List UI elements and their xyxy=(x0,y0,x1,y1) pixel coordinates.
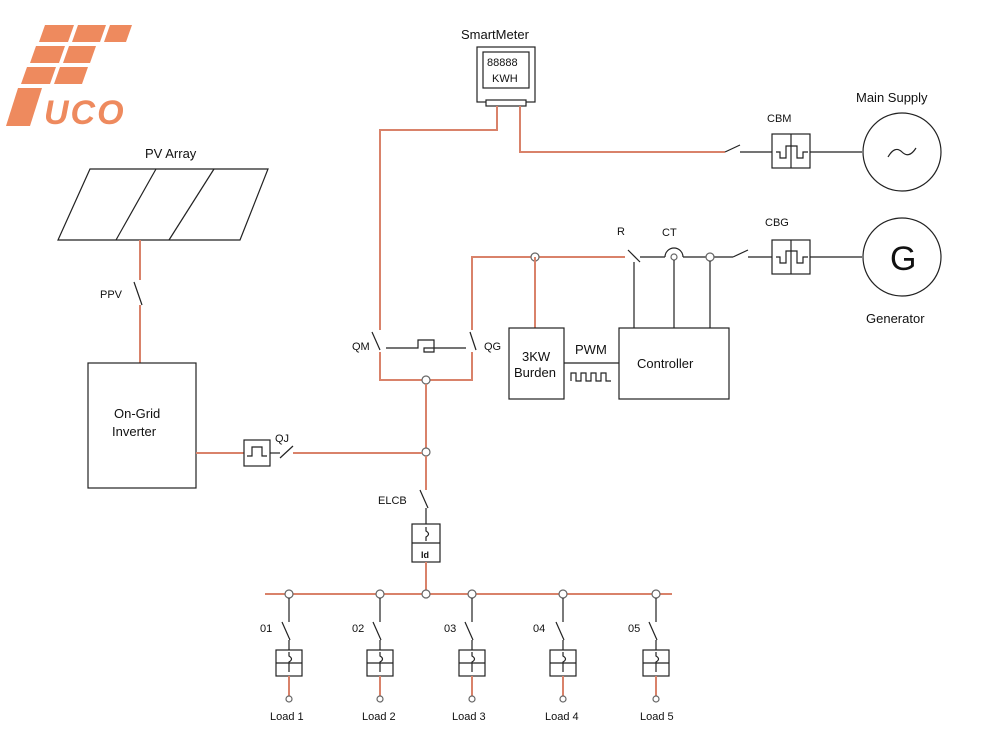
cbm-breaker xyxy=(771,133,811,169)
cbg-breaker xyxy=(771,239,811,275)
ppv-switch xyxy=(133,281,143,306)
uco-logo: UCO xyxy=(6,25,132,132)
load-label: Load 2 xyxy=(362,711,396,723)
controller-box: Controller xyxy=(618,327,730,400)
branch-number: 02 xyxy=(352,623,364,635)
burden-label-1: 3KW xyxy=(522,349,551,364)
inverter-label-2: Inverter xyxy=(112,424,157,439)
meter-unit: KWH xyxy=(492,73,518,85)
meter-digits: 88888 xyxy=(487,57,518,69)
main-supply-label: Main Supply xyxy=(856,90,928,105)
controller-label: Controller xyxy=(637,356,694,371)
branch-number: 03 xyxy=(444,623,456,635)
generator-symbol: G xyxy=(890,240,916,278)
smart-meter: 88888 KWH xyxy=(476,46,536,107)
qj-label: QJ xyxy=(275,433,289,445)
meter-to-cbm-wire xyxy=(519,106,725,153)
r-switch xyxy=(627,249,641,263)
elcb-label: ELCB xyxy=(378,495,407,507)
pwm-label: PWM xyxy=(575,342,607,357)
interlock xyxy=(386,339,466,353)
load-label: Load 3 xyxy=(452,711,486,723)
ct-icon xyxy=(664,247,684,258)
branch-number: 04 xyxy=(533,623,545,635)
pwm-waveform-icon xyxy=(570,372,611,382)
main-supply-ac-icon xyxy=(862,112,942,192)
load-branch-2: 02 Load 2 xyxy=(352,589,396,723)
generator-label: Generator xyxy=(866,311,925,326)
elcb-id-label: Id xyxy=(421,550,429,560)
r-label: R xyxy=(617,226,625,238)
ct-label: CT xyxy=(662,227,677,239)
pv-array-label: PV Array xyxy=(145,146,197,161)
inverter-label-1: On-Grid xyxy=(114,406,160,421)
branch-number: 05 xyxy=(628,623,640,635)
cbm-label: CBM xyxy=(767,113,791,125)
qg-to-gen-bus-wire xyxy=(471,256,625,330)
node xyxy=(421,375,431,385)
node xyxy=(421,447,431,457)
burden-box: 3KW Burden xyxy=(508,327,565,400)
pv-array-panel xyxy=(57,168,269,241)
load-label: Load 4 xyxy=(545,711,579,723)
on-grid-inverter-box: On-Grid Inverter xyxy=(87,362,197,489)
node xyxy=(421,589,431,599)
meter-to-qm-wire xyxy=(379,106,498,330)
elcb-switch xyxy=(419,489,429,509)
qj-switch xyxy=(279,445,294,459)
qj-breaker xyxy=(243,439,271,467)
load-branch-4: 04 Load 4 xyxy=(533,589,579,723)
load-branch-1: 01 Load 1 xyxy=(260,589,304,723)
burden-label-2: Burden xyxy=(514,365,556,380)
qm-label: QM xyxy=(352,341,370,353)
qm-switch xyxy=(371,331,381,351)
ppv-label: PPV xyxy=(100,289,123,301)
qg-label: QG xyxy=(484,341,501,353)
logo-text: UCO xyxy=(44,94,126,132)
cbg-label: CBG xyxy=(765,217,789,229)
elcb-breaker: Id xyxy=(411,523,441,563)
qg-switch xyxy=(469,331,477,351)
load-label: Load 5 xyxy=(640,711,674,723)
branch-number: 01 xyxy=(260,623,272,635)
load-label: Load 1 xyxy=(270,711,304,723)
load-branch-3: 03 Load 3 xyxy=(444,589,486,723)
node xyxy=(705,252,715,262)
smart-meter-label: SmartMeter xyxy=(461,27,530,42)
load-branch-5: 05 Load 5 xyxy=(628,589,674,723)
generator-icon: G xyxy=(862,217,942,297)
